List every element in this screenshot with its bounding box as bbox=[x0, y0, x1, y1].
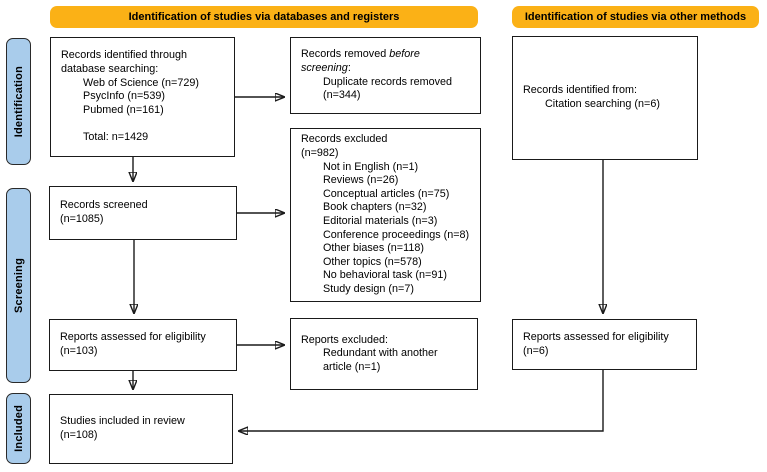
box-text-line: Total: n=1429 bbox=[83, 130, 149, 143]
box-text-line: Studies included in review bbox=[60, 415, 185, 428]
box-text-line: Book chapters (n=32) bbox=[323, 201, 427, 214]
stage-included-text: Included bbox=[12, 405, 25, 452]
box-text-line: Study design (n=7) bbox=[323, 282, 414, 295]
box-reports-assessed-eligibility: Reports assessed for eligibility(n=103) bbox=[49, 319, 237, 371]
box-text-line: (n=103) bbox=[60, 345, 98, 357]
box-text-line: Records identified through bbox=[61, 49, 188, 62]
box-text-line: Conference proceedings (n=8) bbox=[323, 228, 470, 241]
box-text-line: Not in English (n=1) bbox=[323, 160, 419, 173]
box-text-line: database searching: bbox=[61, 63, 159, 76]
box-records-identified-other-methods: Records identified from:Citation searchi… bbox=[512, 36, 698, 160]
box-text-line: Duplicate records removed bbox=[323, 75, 453, 88]
box-text-line bbox=[61, 117, 228, 131]
box-text-line: Records identified from: bbox=[523, 84, 638, 97]
box-text-line: Reviews (n=26) bbox=[323, 174, 399, 187]
header-other-methods: Identification of studies via other meth… bbox=[512, 6, 759, 28]
header-databases-label: Identification of studies via databases … bbox=[128, 11, 400, 23]
box-text-line: screening: bbox=[301, 61, 351, 74]
box-text-line: Redundant with another bbox=[323, 347, 438, 360]
box-text-line: Records removed before bbox=[301, 48, 420, 61]
box-text-line: Other topics (n=578) bbox=[323, 255, 422, 268]
box-text-line: Records screened bbox=[60, 199, 148, 212]
box-text-line: (n=982) bbox=[301, 147, 339, 160]
box-reports-assessed-eligibility-other: Reports assessed for eligibility(n=6) bbox=[512, 319, 697, 370]
box-text-line: Citation searching (n=6) bbox=[545, 98, 660, 110]
box-text-line: article (n=1) bbox=[323, 360, 381, 373]
box-text-line: Pubmed (n=161) bbox=[83, 103, 164, 116]
box-text-line: PsycInfo (n=539) bbox=[83, 90, 165, 103]
stage-identification-text: Identification bbox=[12, 65, 25, 138]
box-records-screened: Records screened(n=1085) bbox=[49, 186, 237, 240]
box-text-line: Editorial materials (n=3) bbox=[323, 215, 438, 227]
box-text-line: No behavioral task (n=91) bbox=[323, 269, 447, 282]
box-text-line: (n=108) bbox=[60, 429, 98, 441]
box-text-line: (n=1085) bbox=[60, 213, 104, 225]
box-text-line: Reports assessed for eligibility bbox=[60, 331, 206, 344]
box-text-line: Records excluded bbox=[301, 133, 388, 146]
stage-label-identification: Identification bbox=[6, 38, 31, 165]
box-records-excluded: Records excluded(n=982)Not in English (n… bbox=[290, 128, 481, 302]
stage-label-screening: Screening bbox=[6, 188, 31, 383]
box-text-line: (n=344) bbox=[323, 89, 361, 102]
box-text-line: Reports assessed for eligibility bbox=[523, 330, 669, 343]
box-text-line: Web of Science (n=729) bbox=[83, 76, 199, 89]
stage-screening-text: Screening bbox=[12, 258, 25, 313]
box-text-line: Conceptual articles (n=75) bbox=[323, 187, 450, 200]
header-databases-registers: Identification of studies via databases … bbox=[50, 6, 478, 28]
header-other-label: Identification of studies via other meth… bbox=[524, 11, 747, 23]
box-studies-included-review: Studies included in review(n=108) bbox=[49, 394, 233, 464]
box-text-line: (n=6) bbox=[523, 344, 549, 357]
stage-label-included: Included bbox=[6, 393, 31, 464]
box-text-line: Other biases (n=118) bbox=[323, 242, 424, 255]
box-text-line: Reports excluded: bbox=[301, 333, 389, 346]
